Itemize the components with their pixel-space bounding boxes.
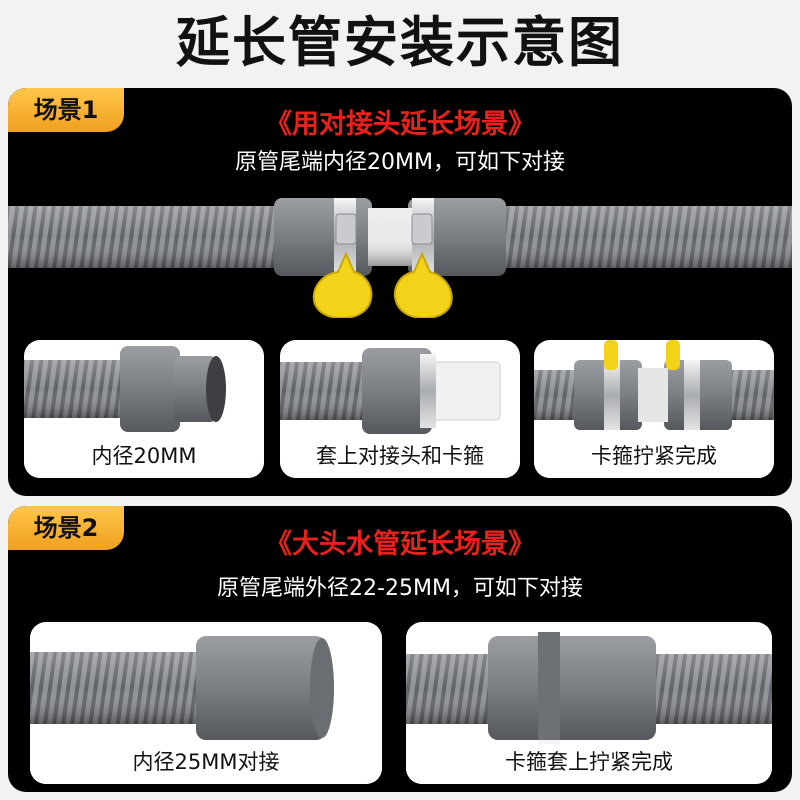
scene1-card-3-caption: 卡箍拧紧完成 <box>534 434 774 478</box>
scene2-card-2-caption: 卡箍套上拧紧完成 <box>406 740 772 784</box>
scene2-subline: 原管尾端外径22-25MM，可如下对接 <box>217 576 583 601</box>
scene2-tag: 场景2 <box>8 506 124 550</box>
scene1-card-2: 套上对接头和卡箍 <box>280 340 520 478</box>
scene1-card-2-caption: 套上对接头和卡箍 <box>280 434 520 478</box>
scene2-card-2-image <box>406 632 772 744</box>
scene1-card-1: 内径20MM <box>24 340 264 478</box>
scene1-card-3: 卡箍拧紧完成 <box>534 340 774 478</box>
scene1-hose-image <box>8 198 792 318</box>
scene1-card-1-image <box>24 346 226 432</box>
scene2-card-1-image <box>30 636 334 740</box>
scene1-card-1-caption: 内径20MM <box>24 434 264 478</box>
scene2-card-1: 内径25MM对接 <box>30 622 382 784</box>
scene1-headline: 《用对接头延长场景》 <box>265 109 535 140</box>
scene1-subline: 原管尾端内径20MM，可如下对接 <box>235 150 565 175</box>
page-title: 延长管安装示意图 <box>176 11 624 74</box>
scene2-panel: 场景2 《大头水管延长场景》 原管尾端外径22-25MM，可如下对接 内径25M… <box>8 506 792 792</box>
scene1-card-3-image <box>534 340 774 430</box>
scene1-card-2-image <box>280 348 501 434</box>
scene1-panel: 场景1 《用对接头延长场景》 原管尾端内径20MM，可如下对接 内径20 <box>8 88 792 496</box>
scene2-card-2: 卡箍套上拧紧完成 <box>406 622 772 784</box>
scene2-card-1-caption: 内径25MM对接 <box>30 740 382 784</box>
scene2-headline: 《大头水管延长场景》 <box>265 529 535 560</box>
scene1-tag: 场景1 <box>8 88 124 132</box>
